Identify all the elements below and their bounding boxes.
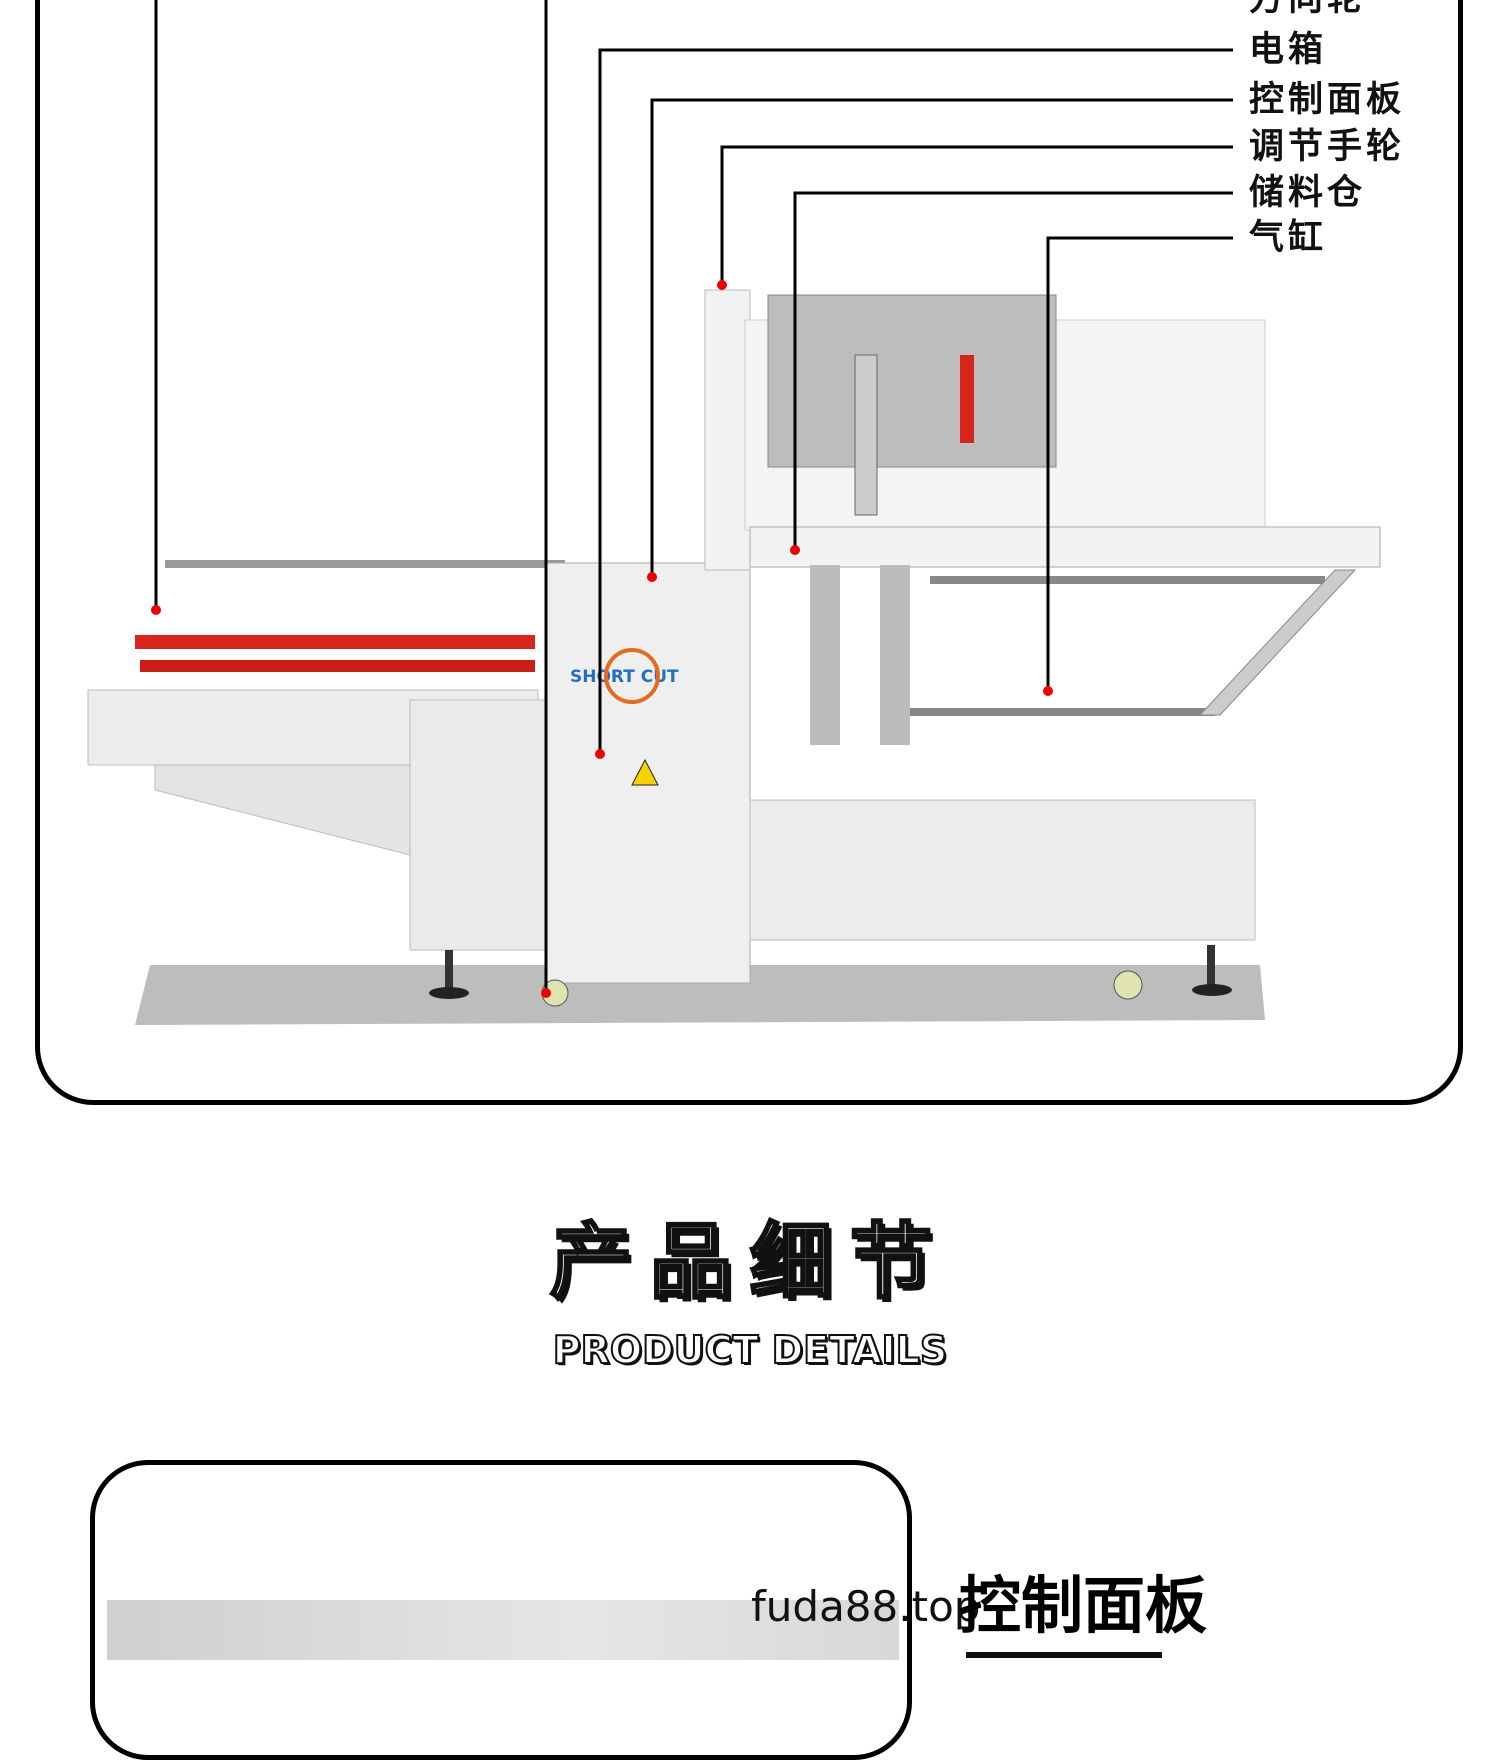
machine-illustration: SHORT CUT [87, 0, 1381, 1025]
title-underline [966, 1652, 1162, 1658]
callout-dots [151, 280, 1053, 998]
callout-cylinder: 气缸 [1249, 218, 1328, 258]
brand-logo: SHORT CUT [570, 667, 679, 687]
callout-control-panel: 控制面板 [1249, 80, 1406, 120]
machine-frame [35, 0, 1463, 1105]
watermark: fuda88.top [751, 1582, 981, 1631]
floor-shadow [135, 965, 1265, 1025]
callout-hopper: 储料仓 [1249, 173, 1367, 213]
steel-plate [767, 294, 1057, 468]
callout-handwheel: 调节手轮 [1249, 127, 1406, 167]
callout-electric-box: 电箱 [1249, 30, 1328, 70]
detail-title: 控制面板 [959, 1569, 1208, 1642]
leader-lines [154, 0, 1233, 993]
section-title: 产品细节 [548, 1214, 950, 1312]
detail-photo [107, 1600, 899, 1660]
red-belt [135, 635, 535, 649]
callout-caster: 方向轮 [1249, 0, 1366, 17]
section-subtitle: PRODUCT DETAILS [552, 1327, 948, 1373]
